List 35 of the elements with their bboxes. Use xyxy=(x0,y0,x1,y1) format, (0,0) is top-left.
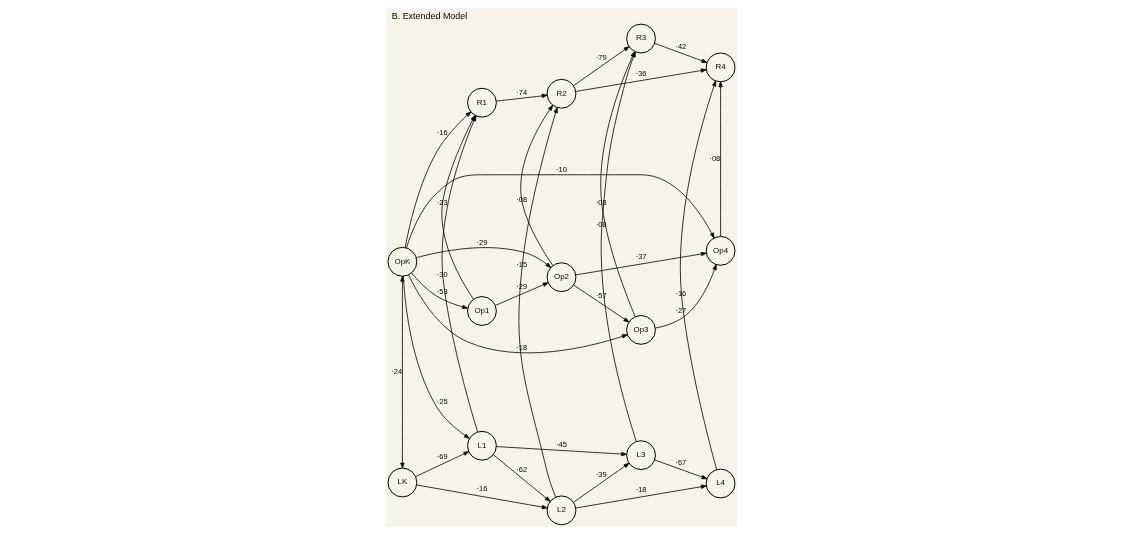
arrow xyxy=(414,451,469,477)
arrow xyxy=(653,459,707,480)
arrow xyxy=(407,274,628,354)
arrow xyxy=(410,272,468,309)
node-circle: LK xyxy=(387,467,417,498)
node-circle: L4 xyxy=(705,468,735,499)
arrow xyxy=(653,43,707,63)
arrow xyxy=(572,46,629,86)
arrow xyxy=(415,484,548,510)
arrow xyxy=(495,93,548,102)
arrow xyxy=(518,107,558,498)
arrow xyxy=(402,275,470,439)
arrow xyxy=(519,104,553,266)
arrow xyxy=(492,454,550,502)
arrow xyxy=(404,111,471,249)
arrow xyxy=(654,264,717,329)
node-circle: R4 xyxy=(705,52,735,83)
node-circle: Op1 xyxy=(466,296,497,326)
arrow xyxy=(399,275,405,469)
arrow xyxy=(572,284,629,323)
arrow xyxy=(679,80,717,470)
node-circle: L1 xyxy=(466,430,497,461)
arrow xyxy=(574,484,707,509)
node-circle: Op4 xyxy=(705,235,735,266)
arrow xyxy=(495,446,627,457)
node-circle: OpK xyxy=(387,246,417,277)
arrow xyxy=(494,282,549,306)
arrow xyxy=(574,68,707,92)
arrow xyxy=(572,462,629,503)
arrow xyxy=(717,81,723,237)
arrow xyxy=(405,174,715,249)
diagram-title: B. Extended Model xyxy=(391,11,467,22)
arrow xyxy=(415,247,551,268)
arrow xyxy=(574,251,707,276)
node-circle: Op3 xyxy=(625,315,656,345)
